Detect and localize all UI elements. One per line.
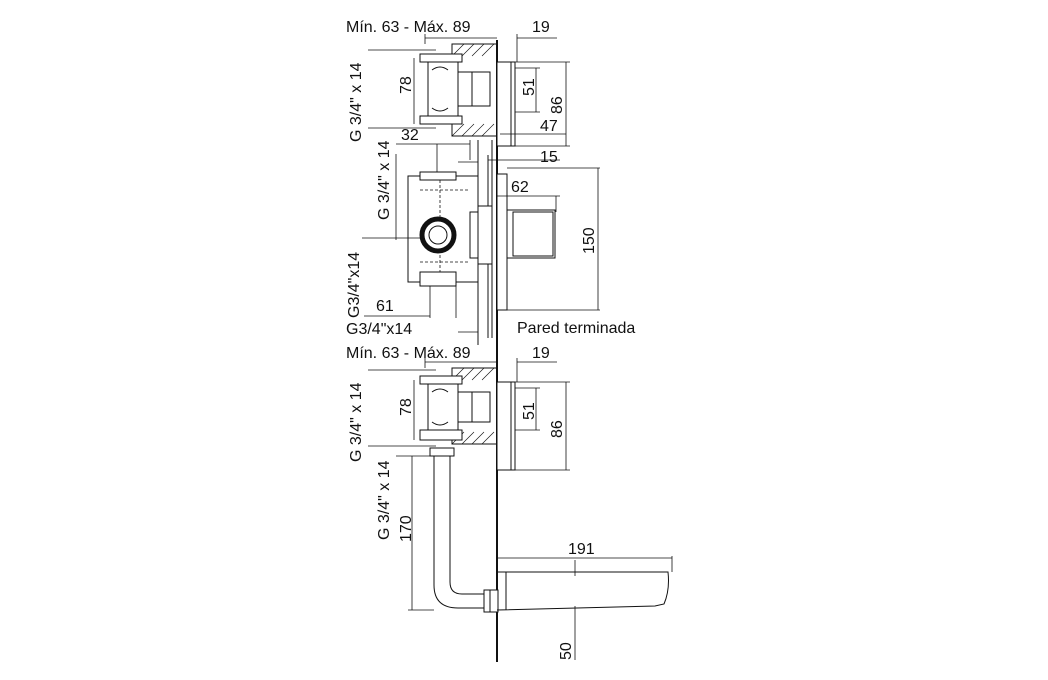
spout-g-label: G 3/4" x 14 (376, 460, 393, 540)
spout-191-label: 191 (568, 541, 595, 558)
mid-g-bottom-label: G3/4"x14 (346, 321, 412, 338)
mid-g-side-label: G3/4"x14 (346, 252, 363, 318)
spout-assembly (396, 447, 673, 660)
bot-51-label: 51 (521, 402, 538, 420)
top-51-label: 51 (521, 78, 538, 96)
bottom-valve-assembly (368, 358, 570, 471)
top-86-label: 86 (549, 96, 566, 114)
spout-50-label: 50 (558, 642, 575, 660)
top-47-label: 47 (540, 118, 558, 135)
mid-15-label: 15 (540, 149, 558, 166)
bot-19-label: 19 (532, 345, 550, 362)
mid-g-upper-label: G 3/4" x 14 (376, 140, 393, 220)
top-78-label: 78 (398, 76, 415, 94)
bot-g-side-label: G 3/4" x 14 (348, 382, 365, 462)
top-19-label: 19 (532, 19, 550, 36)
bot-78-label: 78 (398, 398, 415, 416)
mid-62-label: 62 (511, 179, 529, 196)
top-g-side-label: G 3/4" x 14 (348, 62, 365, 142)
top-min-max-label: Mín. 63 - Máx. 89 (346, 19, 471, 36)
bot-86-label: 86 (549, 420, 566, 438)
wall-label: Pared terminada (517, 320, 635, 337)
dimension-labels: Mín. 63 - Máx. 89 19 G 3/4" x 14 78 51 8… (346, 19, 635, 660)
mid-32-label: 32 (401, 127, 419, 144)
spout-170-label: 170 (398, 515, 415, 542)
top-valve-assembly (368, 34, 570, 147)
middle-mixer-body (362, 140, 600, 333)
mid-61-label: 61 (376, 298, 394, 315)
wall-lines (477, 40, 498, 662)
mid-150-label: 150 (581, 227, 598, 254)
bot-min-max-label: Mín. 63 - Máx. 89 (346, 345, 471, 362)
